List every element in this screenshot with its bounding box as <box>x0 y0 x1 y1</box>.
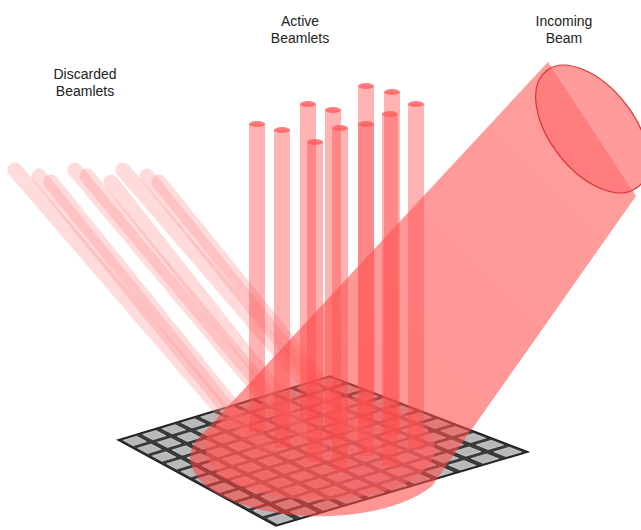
mirror-cell <box>123 436 146 445</box>
beamlet-top <box>408 101 424 107</box>
mirror-cell <box>143 431 166 440</box>
beamlet-top <box>358 83 374 89</box>
mirror-cell <box>181 419 205 428</box>
beamlet-top <box>274 127 290 133</box>
mirror-cell <box>162 425 186 434</box>
beamlet-top <box>332 125 348 131</box>
beam-end <box>513 45 641 213</box>
beamlet-top <box>358 121 374 127</box>
mirror-cell <box>157 438 181 447</box>
beamlet-top <box>382 111 398 117</box>
mirror-cell <box>138 444 161 453</box>
mirror-cell <box>167 460 191 469</box>
callout-label: Discarded Beamlets <box>43 66 127 100</box>
mirror-cell <box>449 461 476 470</box>
callout-label: Incoming Beam <box>522 13 606 47</box>
mirror-cell <box>494 447 522 456</box>
incoming-beam <box>190 45 641 516</box>
mirror-cell <box>268 514 293 524</box>
mirror-cell <box>471 454 498 463</box>
beamlet-top <box>300 101 316 107</box>
mirror-cell <box>476 440 503 449</box>
beamlet-top <box>325 107 341 113</box>
callout-label: Active Beamlets <box>258 13 342 47</box>
beamlet-top <box>384 89 400 95</box>
beamlet-top <box>307 139 323 145</box>
beamlet-top <box>249 121 265 127</box>
mirror-cell <box>152 452 176 461</box>
